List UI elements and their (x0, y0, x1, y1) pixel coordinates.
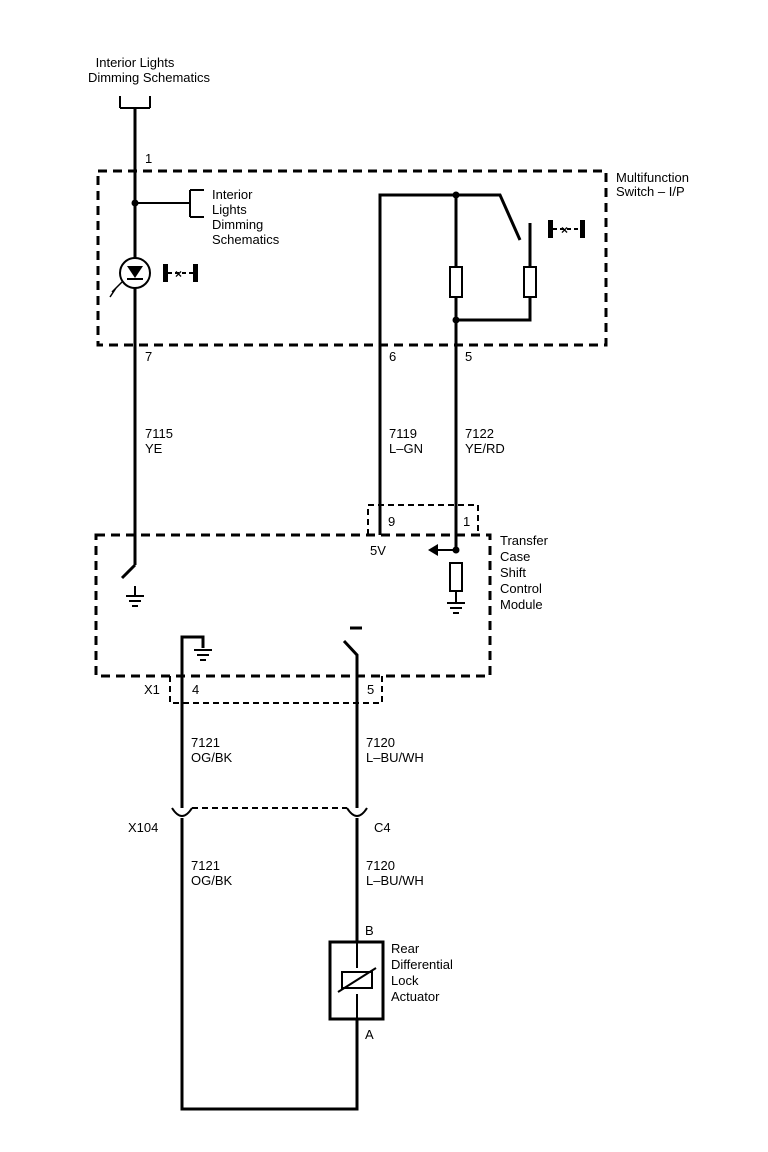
wire-7120-upper-circuit: 7120 (366, 735, 395, 750)
module-left-switch (120, 563, 137, 580)
top-ref-line1: Interior Lights (96, 55, 175, 70)
pin-7-label: 7 (145, 349, 152, 364)
inline-connector-right-label: C4 (374, 820, 391, 835)
wire-7122-circuit: 7122 (465, 426, 494, 441)
module-output-switch (342, 639, 359, 676)
top-ref-line2: Dimming Schematics (88, 70, 211, 85)
multifunction-switch-box (96, 169, 608, 347)
wire-7121-lower-circuit: 7121 (191, 858, 220, 873)
ground-icon-resistor (447, 602, 465, 614)
svg-text:×: × (175, 267, 182, 281)
svg-text:×: × (561, 223, 568, 237)
side-ref-line3: Dimming (212, 217, 263, 232)
module-pin-1: 1 (463, 514, 470, 529)
module-x1-label: X1 (144, 682, 160, 697)
wire-7115-circuit: 7115 (145, 426, 173, 441)
wire-7122-color: YE/RD (465, 441, 505, 456)
module-pin-9: 9 (388, 514, 395, 529)
actuator-label-2: Differential (391, 957, 453, 972)
wire-7119-color: L–GN (389, 441, 423, 456)
module-label-2: Case (500, 549, 530, 564)
resistor-right (523, 266, 537, 298)
wire-7121-upper-color: OG/BK (191, 750, 233, 765)
multifunction-switch-label-1: Multifunction (616, 170, 689, 185)
wire-7121-lower (180, 818, 359, 1111)
module-x1-connector (169, 676, 383, 704)
input-arrow-icon (428, 544, 438, 556)
wire-7120-lower-color: L–BU/WH (366, 873, 424, 888)
wire-mid (378, 193, 456, 535)
wire-7121-upper-circuit: 7121 (191, 735, 220, 750)
switch-contact-upper (456, 193, 522, 241)
top-ref-bracket (119, 96, 151, 109)
resistor-left (449, 266, 463, 298)
pin-5-label: 5 (465, 349, 472, 364)
module-label-1: Transfer (500, 533, 549, 548)
pin-6-label: 6 (389, 349, 396, 364)
wire-7115-color: YE (145, 441, 163, 456)
actuator-label-3: Lock (391, 973, 419, 988)
wire-7119-circuit: 7119 (389, 426, 417, 441)
side-ref-line2: Lights (212, 202, 247, 217)
actuator-pin-b: B (365, 923, 374, 938)
dimming-control-icon: × (163, 264, 198, 282)
transfer-case-module-box (94, 533, 492, 678)
module-resistor (449, 562, 463, 592)
wire-7120-lower-circuit: 7120 (366, 858, 395, 873)
switch-contact-branch (456, 223, 532, 322)
ground-icon-left (126, 595, 144, 607)
module-label-5: Module (500, 597, 543, 612)
wire-7121-lower-color: OG/BK (191, 873, 233, 888)
side-ref-bracket (135, 189, 204, 218)
side-ref-line4: Schematics (212, 232, 280, 247)
module-label-3: Shift (500, 565, 526, 580)
x104-terminal-right (346, 807, 368, 817)
splice-dot-bottom-right (452, 316, 460, 324)
top-reference: Interior Lights Dimming Schematics (88, 55, 211, 109)
wire-7120-upper-color: L–BU/WH (366, 750, 424, 765)
actuator-pin-a: A (365, 1027, 374, 1042)
module-voltage-label: 5V (370, 543, 386, 558)
ground-icon-bottom (194, 649, 212, 661)
module-label-4: Control (500, 581, 542, 596)
module-ground-feed (180, 635, 205, 676)
module-pin-4: 4 (192, 682, 199, 697)
actuator-label-1: Rear (391, 941, 420, 956)
side-ref-line1: Interior (212, 187, 253, 202)
lock-control-icon: × (548, 220, 585, 238)
module-top-connector (367, 504, 479, 535)
multifunction-switch-label-2: Switch – I/P (616, 184, 685, 199)
pin-1-label: 1 (145, 151, 152, 166)
actuator-label-4: Actuator (391, 989, 440, 1004)
module-pin-5: 5 (367, 682, 374, 697)
inline-connector-left-label: X104 (128, 820, 158, 835)
solenoid-coil-icon (337, 967, 377, 993)
x104-terminal-left (171, 807, 193, 817)
illumination-led-icon (109, 257, 151, 298)
module-splice-dot (452, 546, 460, 554)
